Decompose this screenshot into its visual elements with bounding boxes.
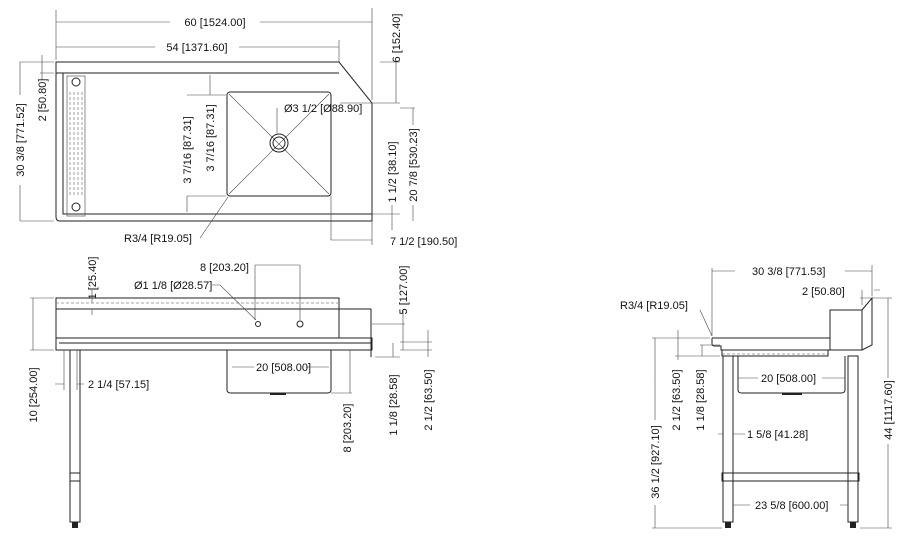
dim-bowl-depth: 20 7/8 [530.23] [408,128,420,201]
grate-slots [69,92,83,196]
counter-edge [55,337,373,351]
dim-side-corner-radius: R3/4 [R19.05] [620,300,688,312]
backsplash-slant [861,296,873,351]
leg-foot [72,522,78,528]
dim-drain-diameter: Ø3 1/2 [Ø88.90] [284,103,362,115]
side-backsplash [829,309,863,351]
dim-work-height: 36 1/2 [927.10] [650,425,662,498]
side-dimension-lines [652,265,892,529]
dim-splash-thickness: 1 [25.40] [87,257,99,300]
dim-side-rim-a: 1 1/8 [28.58] [695,369,707,430]
dim-leg-diameter: 1 5/8 [41.28] [747,429,808,441]
drain [269,133,289,153]
leg-cap [71,202,81,212]
crossbar [721,472,860,482]
top-outline [55,61,373,222]
leg-cap [71,77,81,87]
side-view: 30 3/8 [771.53] 2 [50.80] R3/4 [R19.05] … [620,265,895,529]
bowl-slope-lines [228,93,330,195]
dim-side-depth: 30 3/8 [771.53] [752,266,825,278]
dim-backsplash-offset: 6 [152.40] [391,14,403,63]
front-view: 1 [25.40] 8 [203.20] Ø1 1/8 [Ø28.57] 5 [… [28,257,435,528]
dim-drainboard-length: 54 [1371.60] [166,42,227,54]
leg [69,349,81,523]
leg-front [722,355,734,523]
dim-splash-height: 5 [127.00] [398,266,410,315]
dim-corner-radius: R3/4 [R19.05] [124,233,192,245]
dim-sink-offset-a: 3 7/16 [87.31] [205,104,217,171]
dim-rim-a: 1 1/8 [28.58] [388,374,400,435]
dim-side-offset: 7 1/2 [190.50] [390,236,457,248]
side-counter [711,337,830,351]
dim-sink-offset-b: 3 7/16 [87.31] [182,116,194,183]
dim-rim-width: 2 [50.80] [37,79,49,122]
dim-leg-offset: 2 1/4 [57.15] [88,379,149,391]
leg-collar [69,472,81,482]
dim-faucet-hole: Ø1 1/8 [Ø28.57] [134,280,212,292]
dim-total-splash: 10 [254.00] [28,367,40,422]
splash-top [56,308,372,357]
dim-bowl-depth-front: 8 [203.20] [342,404,354,453]
dim-bowl-width: 20 [508.00] [256,362,311,374]
dim-leg-spacing: 23 5/8 [600.00] [755,500,828,512]
dim-overall-height: 44 [1117.60] [883,380,895,440]
dim-front-offset: 1 1/2 [38.10] [387,141,399,202]
backsplash [55,297,340,339]
drain-grate [66,75,86,217]
sink-bowl [226,91,332,197]
drain-inner [272,136,286,150]
dim-overall-length: 60 [1524.00] [184,17,245,29]
dim-splash-depth: 2 [50.80] [802,286,845,298]
dim-side-rim-b: 2 1/2 [63.50] [671,369,683,430]
dim-rim-b: 2 1/2 [63.50] [423,369,435,430]
dim-side-bowl-width: 20 [508.00] [761,373,816,385]
front-dimension-lines [30,264,432,394]
dim-faucet-spacing: 8 [203.20] [200,262,249,274]
leg-rear [847,355,859,523]
faucet-hole [255,321,261,327]
rim-line [62,73,372,215]
rim [721,350,829,357]
dim-overall-depth: 30 3/8 [771.52] [15,103,27,176]
faucet-hole [296,320,304,328]
top-view: 60 [1524.00] 54 [1371.60] 6 [152.40] 2 [… [13,8,457,248]
